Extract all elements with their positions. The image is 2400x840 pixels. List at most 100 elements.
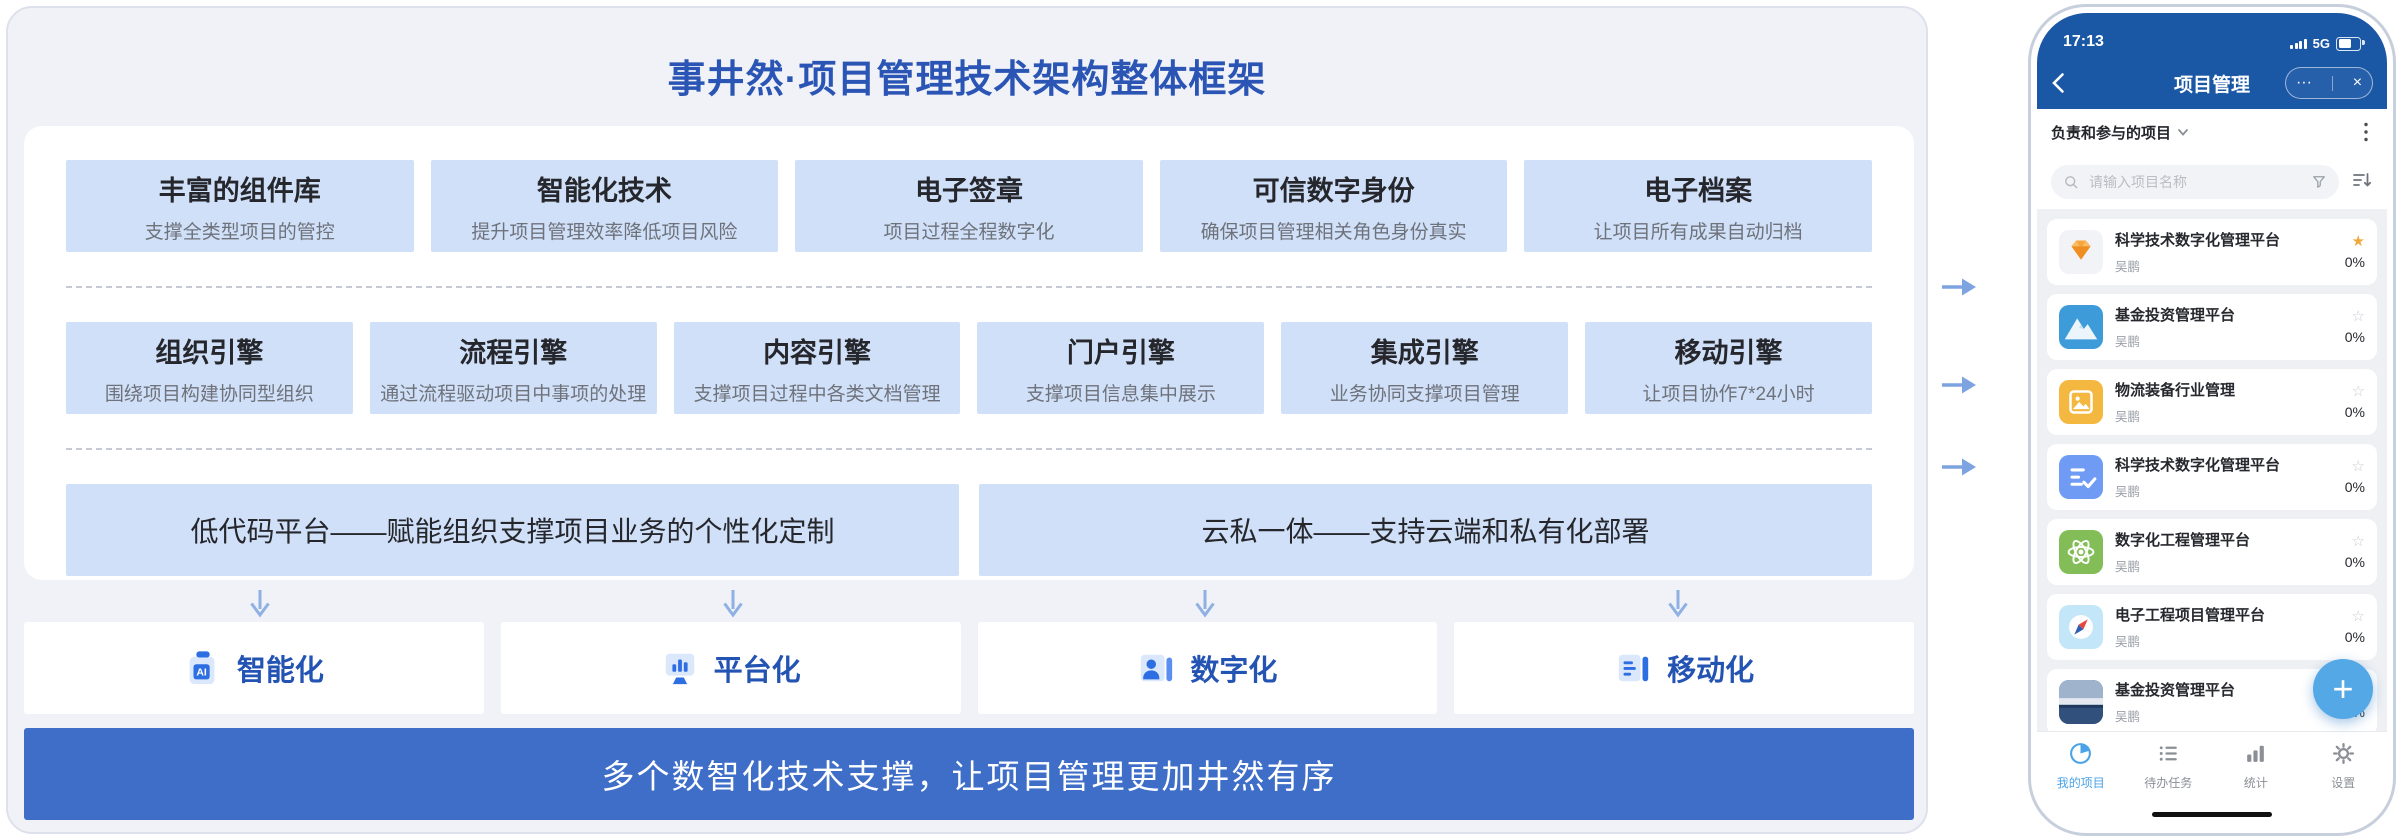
star-icon[interactable]: ☆ — [2351, 458, 2365, 475]
project-info: 电子工程项目管理平台 吴鹏 — [2115, 604, 2333, 650]
project-card[interactable]: 科学技术数字化管理平台 吴鹏 ★ 0% — [2047, 219, 2377, 285]
tab-label: 统计 — [2243, 776, 2268, 790]
down-arrow-icon — [24, 588, 497, 618]
project-info: 物流装备行业管理 吴鹏 — [2115, 379, 2333, 425]
feature-box-title: 丰富的组件库 — [158, 175, 321, 206]
down-arrow-row — [24, 588, 1914, 618]
project-filter-bar: 负责和参与的项目 — [2037, 109, 2387, 155]
feature-box: 电子档案 让项目所有成果自动归档 — [1524, 160, 1872, 252]
tab-1[interactable]: 待办任务 — [2125, 741, 2213, 801]
feature-box-title: 智能化技术 — [536, 175, 672, 206]
phone-status-bar: 17:13 5G — [2037, 13, 2387, 57]
feature-box-subtitle: 让项目协作7*24小时 — [1642, 383, 1815, 405]
project-meta: ☆ 0% — [2345, 384, 2365, 420]
star-icon[interactable]: ☆ — [2351, 608, 2365, 625]
capability-label: 智能化 — [236, 655, 324, 687]
filter-funnel-icon[interactable] — [2311, 172, 2327, 192]
project-card[interactable]: 电子工程项目管理平台 吴鹏 ☆ 0% — [2047, 594, 2377, 660]
project-name: 科学技术数字化管理平台 — [2115, 232, 2281, 249]
tab-2[interactable]: 统计 — [2212, 741, 2300, 801]
feature-box: 移动引擎 让项目协作7*24小时 — [1585, 322, 1872, 414]
project-card[interactable]: 科学技术数字化管理平台 吴鹏 ☆ 0% — [2047, 444, 2377, 510]
feature-row: 丰富的组件库 支撑全类型项目的管控 智能化技术 提升项目管理效率降低项目风险 电… — [66, 160, 1872, 252]
photo-icon — [2059, 380, 2103, 424]
project-progress: 0% — [2344, 554, 2365, 570]
project-name: 物流装备行业管理 — [2115, 382, 2236, 399]
pie-chart-icon — [2068, 741, 2093, 769]
project-name: 数字化工程管理平台 — [2115, 532, 2251, 549]
project-card[interactable]: 物流装备行业管理 吴鹏 ☆ 0% — [2047, 369, 2377, 435]
project-card[interactable]: 数字化工程管理平台 吴鹏 ☆ 0% — [2047, 519, 2377, 585]
project-owner: 吴鹏 — [2115, 260, 2141, 274]
feature-box: 组织引擎 围绕项目构建协同型组织 — [66, 322, 353, 414]
kebab-menu-icon[interactable] — [2359, 121, 2373, 143]
bar-chart-icon — [2243, 741, 2268, 769]
project-owner: 吴鹏 — [2115, 560, 2141, 574]
chevron-down-icon — [2178, 129, 2188, 136]
close-button[interactable]: × — [2352, 74, 2363, 91]
project-progress: 0% — [2344, 254, 2365, 270]
star-icon[interactable]: ☆ — [2351, 383, 2365, 400]
feature-box-subtitle: 支撑项目信息集中展示 — [1025, 383, 1216, 405]
project-progress: 0% — [2344, 629, 2365, 645]
capability-card: AI 智能化 — [24, 622, 484, 714]
svg-text:AI: AI — [196, 668, 207, 679]
right-arrow-icon — [1940, 456, 1978, 483]
project-progress: 0% — [2344, 479, 2365, 495]
dashed-divider — [66, 286, 1872, 288]
tab-bar: 我的项目 待办任务 统计 设置 — [2037, 731, 2387, 801]
sort-icon[interactable] — [2351, 170, 2373, 195]
feature-box: 集成引擎 业务协同支撑项目管理 — [1281, 322, 1569, 414]
project-info: 数字化工程管理平台 吴鹏 — [2115, 529, 2333, 575]
feature-box-subtitle: 围绕项目构建协同型组织 — [104, 383, 314, 405]
project-name: 电子工程项目管理平台 — [2115, 607, 2266, 624]
phone-screen: 17:13 5G 项目管理 ··· × 负责和参与的项目 — [2037, 13, 2387, 827]
project-info: 基金投资管理平台 吴鹏 — [2115, 679, 2333, 725]
project-meta: ☆ 0% — [2345, 609, 2365, 645]
platform-icon — [661, 649, 699, 687]
gear-icon — [2331, 741, 2356, 769]
project-progress: 0% — [2344, 404, 2365, 420]
feature-box: 可信数字身份 确保项目管理相关角色身份真实 — [1159, 160, 1508, 252]
feature-box-title: 集成引擎 — [1370, 337, 1479, 368]
star-icon[interactable]: ☆ — [2351, 308, 2365, 325]
feature-box: 电子签章 项目过程全程数字化 — [795, 160, 1143, 252]
project-meta: ★ 0% — [2345, 234, 2365, 270]
project-owner: 吴鹏 — [2115, 635, 2141, 649]
tab-3[interactable]: 设置 — [2300, 741, 2388, 801]
back-icon[interactable] — [2051, 72, 2065, 94]
feature-box-title: 可信数字身份 — [1252, 175, 1415, 206]
network-label: 5G — [2312, 36, 2330, 51]
dashed-divider — [66, 448, 1872, 450]
feature-box: 流程引擎 通过流程驱动项目中事项的处理 — [369, 322, 657, 414]
project-scope-dropdown[interactable]: 负责和参与的项目 — [2051, 122, 2190, 143]
star-icon[interactable]: ★ — [2351, 233, 2365, 250]
more-button[interactable]: ··· — [2295, 74, 2312, 91]
compass-icon — [2059, 605, 2103, 649]
ai-icon: AI — [184, 649, 222, 687]
engine-row: 组织引擎 围绕项目构建协同型组织 流程引擎 通过流程驱动项目中事项的处理 内容引… — [66, 322, 1872, 414]
tab-0[interactable]: 我的项目 — [2037, 741, 2125, 801]
feature-box-title: 流程引擎 — [459, 337, 568, 368]
feature-box-subtitle: 确保项目管理相关角色身份真实 — [1200, 221, 1467, 243]
project-card[interactable]: 基金投资管理平台 吴鹏 ☆ 0% — [2047, 294, 2377, 360]
capability-card: 数字化 — [977, 622, 1438, 714]
atom-icon — [2059, 530, 2103, 574]
digital-icon — [1137, 649, 1175, 687]
platform-box: 低代码平台——赋能组织支撑项目业务的个性化定制 — [66, 484, 959, 576]
signal-icon — [2290, 38, 2307, 49]
search-input-wrap[interactable] — [2051, 165, 2339, 199]
todo-list-icon — [2156, 741, 2181, 769]
nav-capsule: ··· × — [2285, 67, 2373, 99]
feature-box: 门户引擎 支撑项目信息集中展示 — [977, 322, 1265, 414]
project-owner: 吴鹏 — [2115, 710, 2141, 724]
star-icon[interactable]: ☆ — [2351, 533, 2365, 550]
add-project-fab[interactable]: + — [2313, 659, 2373, 719]
feature-box-title: 电子签章 — [914, 175, 1023, 206]
project-name: 基金投资管理平台 — [2115, 307, 2236, 324]
project-name: 科学技术数字化管理平台 — [2115, 457, 2281, 474]
search-input[interactable] — [2087, 173, 2303, 191]
feature-box-title: 门户引擎 — [1066, 337, 1175, 368]
right-arrow-icon — [1940, 276, 1978, 303]
feature-box: 智能化技术 提升项目管理效率降低项目风险 — [430, 160, 779, 252]
